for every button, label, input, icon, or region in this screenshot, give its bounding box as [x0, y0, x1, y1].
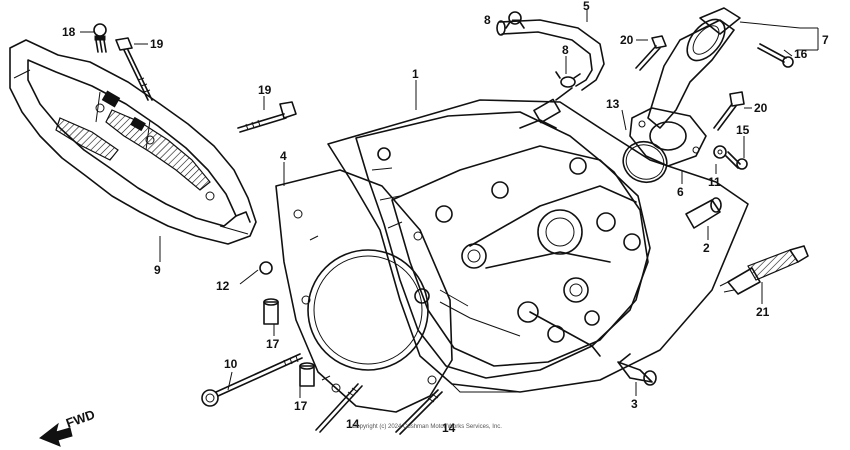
- label-part-2: 2: [703, 241, 710, 255]
- copyright-notice: Copyright (c) 2024 Cushman Motor Works S…: [352, 424, 502, 430]
- stud-14-right: [395, 389, 443, 435]
- part-labels: 18 19 19 4 1 8 5 8 20 7 16 13 20 15 11 6…: [62, 0, 829, 435]
- bolt-20-right: [713, 91, 745, 131]
- label-part-17-upper: 17: [266, 337, 280, 351]
- label-part-4: 4: [280, 149, 287, 163]
- leader-lines: [80, 10, 819, 398]
- label-part-5: 5: [583, 0, 590, 13]
- label-part-1: 1: [412, 67, 419, 81]
- label-part-9: 9: [154, 263, 161, 277]
- dowel-17-lower: [299, 362, 315, 387]
- bolt-20-top: [635, 35, 667, 71]
- washer-12: [259, 261, 273, 275]
- bolt-18: [93, 23, 107, 53]
- breather-hose: [496, 19, 605, 91]
- stud-14-left: [315, 383, 363, 433]
- forward-direction-indicator: FWD: [39, 407, 97, 447]
- label-part-14-right: 14: [442, 421, 456, 435]
- washer-11: [713, 145, 727, 159]
- label-part-8-top: 8: [484, 13, 491, 27]
- dowel-pin-2: [685, 197, 722, 229]
- long-bolt-10: [201, 353, 303, 407]
- hose-clip-lower: [555, 71, 581, 88]
- label-part-20-right: 20: [754, 101, 768, 115]
- label-part-12: 12: [216, 279, 230, 293]
- label-part-3: 3: [631, 397, 638, 411]
- label-part-19-mid: 19: [258, 83, 272, 97]
- cylinder-head: [327, 87, 749, 393]
- bolt-15: [725, 151, 748, 170]
- bolt-19-mid: [237, 101, 297, 133]
- fwd-label: FWD: [64, 407, 97, 431]
- label-part-11: 11: [708, 175, 721, 189]
- label-part-6: 6: [677, 185, 684, 199]
- head-cover: [9, 39, 257, 245]
- bolt-19-top: [115, 37, 153, 101]
- label-part-13: 13: [606, 97, 620, 111]
- dowel-17-upper: [263, 298, 279, 325]
- label-part-20-top: 20: [620, 33, 634, 47]
- label-part-14-left: 14: [346, 417, 360, 431]
- label-part-7: 7: [822, 33, 829, 47]
- dowel-pin-3: [617, 353, 657, 386]
- label-part-15: 15: [736, 123, 750, 137]
- label-part-8-lower: 8: [562, 43, 569, 57]
- hose-clip-top: [505, 11, 525, 29]
- label-part-16: 16: [794, 47, 808, 61]
- label-part-10: 10: [224, 357, 238, 371]
- bolt-16: [757, 43, 794, 68]
- forward-arrow-icon: [39, 422, 73, 447]
- label-part-21: 21: [756, 305, 770, 319]
- label-part-18: 18: [62, 25, 76, 39]
- o-ring: [622, 140, 668, 184]
- label-part-19-top: 19: [150, 37, 164, 51]
- cylinder-head-gasket: [275, 169, 453, 413]
- spark-plug: [719, 245, 809, 295]
- label-part-17-lower: 17: [294, 399, 308, 413]
